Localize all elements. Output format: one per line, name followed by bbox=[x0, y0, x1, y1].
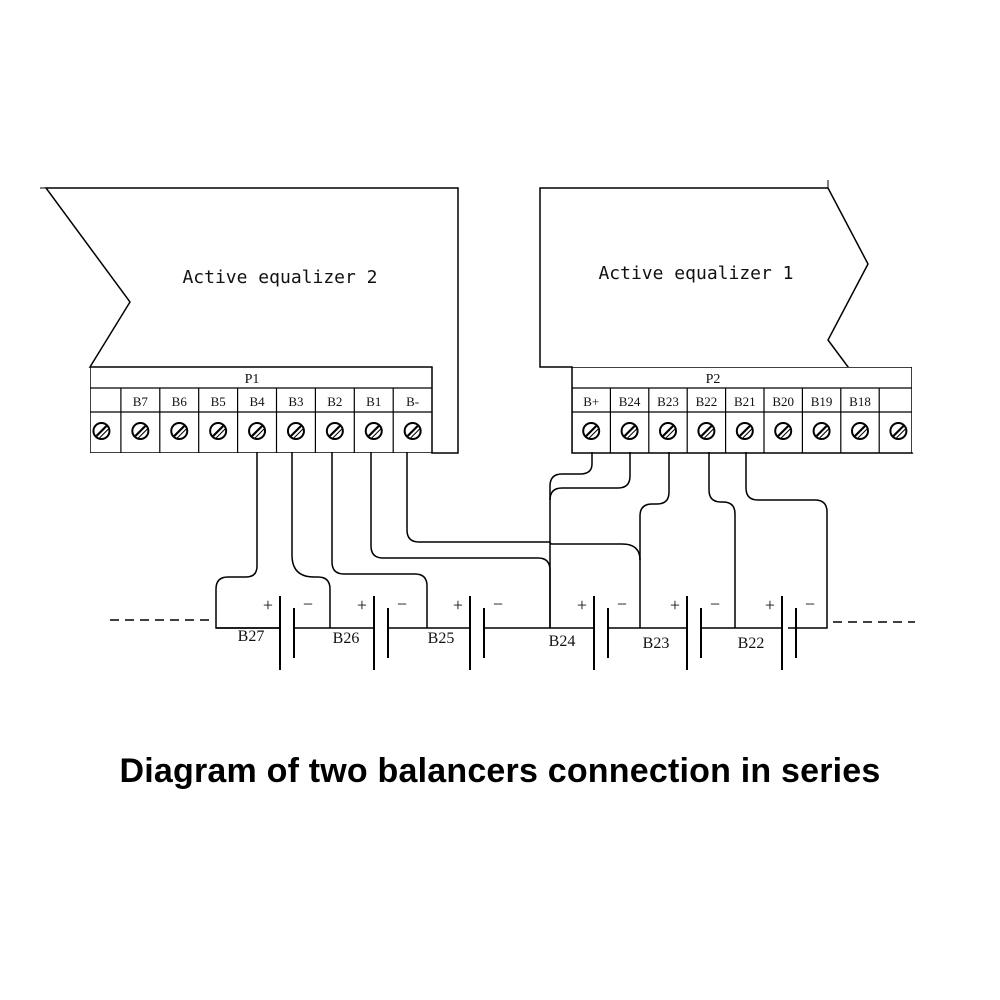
wires bbox=[215, 452, 828, 629]
p2-terminal-label: B20 bbox=[772, 394, 794, 409]
terminal-screw-icon bbox=[735, 422, 754, 440]
equalizer-1-title: Active equalizer 1 bbox=[598, 263, 793, 284]
diagram-caption: Diagram of two balancers connection in s… bbox=[119, 752, 881, 790]
negative-terminal-mark: − bbox=[493, 594, 503, 614]
battery-string: + − B27 + − B26 + − B25 + − B24 + − B23 + − B22 bbox=[216, 594, 815, 670]
terminal-screw-icon bbox=[851, 422, 869, 440]
negative-terminal-mark: − bbox=[710, 594, 720, 614]
battery-cell-b23: + − B23 bbox=[640, 594, 720, 670]
wire-bplus-to-b24-positive bbox=[549, 452, 593, 628]
terminal-screw-icon bbox=[582, 422, 601, 440]
p1-terminal-label: B1 bbox=[366, 394, 381, 409]
battery-cell-b25: + − B25 bbox=[427, 594, 503, 670]
battery-cell-label: B26 bbox=[333, 630, 360, 647]
negative-terminal-mark: − bbox=[303, 594, 313, 614]
terminal-block-p1: B7 B6 B5 B4 B3 B2 B1 B- bbox=[90, 367, 432, 453]
wire-b4-to-b27-positive bbox=[215, 452, 258, 629]
terminal-screw-icon bbox=[659, 422, 677, 440]
p1-terminal-label: B7 bbox=[133, 394, 149, 409]
terminal-screw-icon bbox=[286, 422, 305, 440]
wire-b1-to-b24-junction bbox=[549, 541, 641, 561]
terminal-screw-icon bbox=[889, 422, 908, 440]
battery-cell-label: B22 bbox=[738, 635, 765, 652]
battery-cell-label: B25 bbox=[428, 630, 455, 647]
terminal-screw-icon bbox=[403, 422, 422, 440]
terminal-screw-icon bbox=[170, 422, 189, 440]
wire-bminus-to-b24-positive bbox=[406, 452, 550, 543]
p1-terminal-label: B6 bbox=[172, 394, 188, 409]
p2-terminal-label: B+ bbox=[583, 394, 599, 409]
p2-terminal-label: B19 bbox=[811, 394, 833, 409]
p2-terminal-label: B24 bbox=[619, 394, 641, 409]
positive-terminal-mark: + bbox=[765, 595, 775, 615]
terminal-screw-icon bbox=[774, 422, 793, 440]
p1-terminal-label: B- bbox=[406, 394, 419, 409]
p2-terminal-label: B23 bbox=[657, 394, 679, 409]
terminal-screw-icon bbox=[325, 422, 344, 440]
wire-b24-to-b23-positive bbox=[549, 452, 631, 501]
positive-terminal-mark: + bbox=[357, 595, 367, 615]
positive-terminal-mark: + bbox=[263, 595, 273, 615]
negative-terminal-mark: − bbox=[397, 594, 407, 614]
battery-cell-label: B24 bbox=[549, 633, 576, 650]
equalizer-2-title: Active equalizer 2 bbox=[182, 267, 377, 288]
p2-terminal-label: B18 bbox=[849, 394, 871, 409]
battery-cell-b27: + − B27 bbox=[216, 594, 313, 670]
terminal-screw-icon bbox=[131, 422, 150, 440]
wire-b23-to-b23-positive bbox=[639, 452, 670, 628]
terminal-screw-icon bbox=[697, 422, 716, 440]
terminal-screw-icon bbox=[812, 422, 831, 440]
positive-terminal-mark: + bbox=[453, 595, 463, 615]
p1-terminal-label: B2 bbox=[327, 394, 342, 409]
p1-terminal-label: B5 bbox=[211, 394, 226, 409]
negative-terminal-mark: − bbox=[805, 594, 815, 614]
battery-cell-b22: + − B22 bbox=[735, 594, 815, 670]
wire-b21-to-b22-negative bbox=[745, 452, 828, 629]
wire-b22-to-b22-positive bbox=[708, 452, 736, 628]
positive-terminal-mark: + bbox=[577, 595, 587, 615]
positive-terminal-mark: + bbox=[670, 595, 680, 615]
terminal-screw-icon bbox=[209, 422, 228, 440]
negative-terminal-mark: − bbox=[617, 594, 627, 614]
battery-cell-label: B27 bbox=[238, 628, 265, 645]
wire-b2-to-b25-positive bbox=[331, 452, 428, 628]
battery-cell-b24: + − B24 bbox=[549, 594, 627, 670]
terminal-block-p2: B+ B24 B23 B22 B21 B20 B19 B18 bbox=[572, 367, 912, 453]
equalizer-2-module: Active equalizer 2 B7 B6 B5 B4 B3 B2 B1 B- P1 bbox=[40, 187, 459, 454]
terminal-screw-icon bbox=[364, 422, 383, 440]
terminal-screw-icon bbox=[620, 422, 639, 440]
connector-p2-label: P2 bbox=[706, 372, 721, 387]
p1-terminal-label: B4 bbox=[249, 394, 265, 409]
p2-terminal-label: B21 bbox=[734, 394, 756, 409]
p1-terminal-label: B3 bbox=[288, 394, 303, 409]
connector-p1-label: P1 bbox=[245, 372, 260, 387]
terminal-screw-icon bbox=[92, 422, 111, 440]
wire-b3-to-b26-positive bbox=[291, 452, 331, 628]
battery-cell-b26: + − B26 bbox=[330, 594, 407, 670]
terminal-screw-icon bbox=[248, 422, 267, 440]
p2-terminal-label: B22 bbox=[696, 394, 718, 409]
battery-cell-label: B23 bbox=[643, 635, 670, 652]
